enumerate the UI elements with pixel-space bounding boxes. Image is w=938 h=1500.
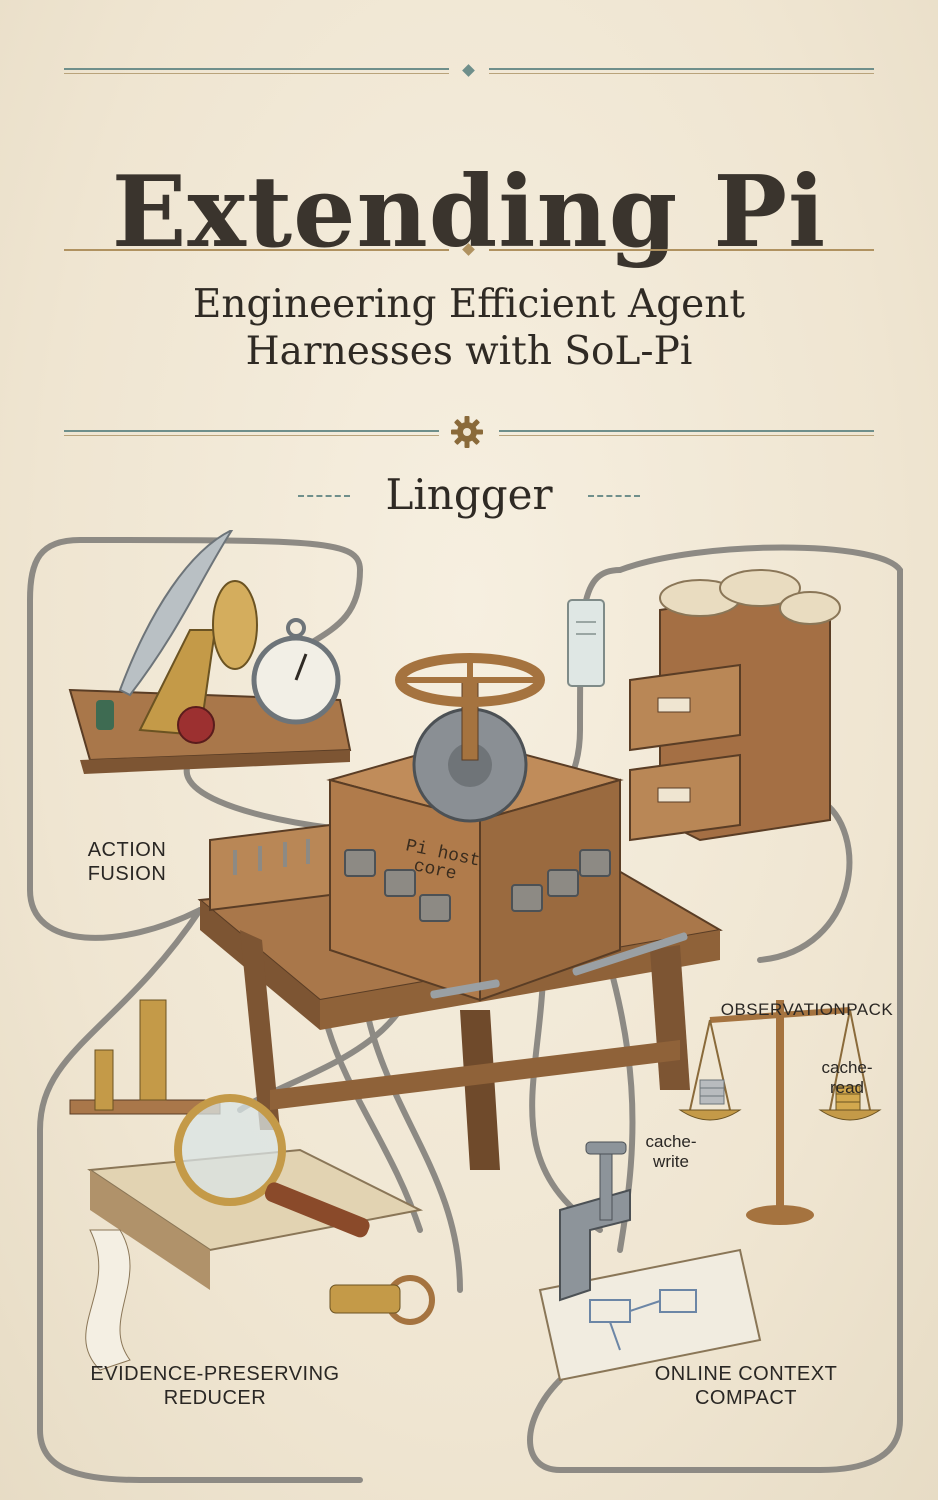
workshop-illustration: Pi host core xyxy=(27,530,903,1483)
title-rule-right xyxy=(489,249,874,251)
label-cache-read-line-1: cache- xyxy=(821,1058,873,1077)
top-rule-right xyxy=(489,68,874,74)
valve-wheel-icon xyxy=(395,653,545,707)
scrolls-icon xyxy=(659,569,841,625)
gear-icon xyxy=(451,416,483,448)
wax-seal-icon xyxy=(177,706,215,744)
top-diamond-ornament xyxy=(462,64,475,77)
author-name: Lingger xyxy=(385,470,553,519)
top-rule-left xyxy=(64,68,449,74)
label-action-fusion-line-2: FUSION xyxy=(87,863,167,885)
author-dash-right xyxy=(588,495,640,497)
label-evidence-reducer-line-2: REDUCER xyxy=(163,1387,267,1409)
cache-scales-apparatus xyxy=(678,1000,882,1225)
gear-rule-left xyxy=(64,430,439,436)
subtitle-line-2: Harnesses with SoL-Pi xyxy=(245,328,693,374)
label-online-context-compact-line-2: COMPACT xyxy=(694,1387,797,1409)
label-evidence-reducer: EVIDENCE-PRESERVING REDUCER xyxy=(70,1362,360,1410)
title-rule-left xyxy=(64,249,449,251)
label-evidence-reducer-line-1: EVIDENCE-PRESERVING xyxy=(90,1363,340,1385)
action-fusion-apparatus xyxy=(68,530,352,774)
receipt-strip-icon xyxy=(85,1229,131,1371)
label-action-fusion: ACTION FUSION xyxy=(72,838,182,886)
label-action-fusion-line-1: ACTION xyxy=(87,839,167,861)
filing-cabinet-apparatus xyxy=(629,569,841,842)
evidence-reducer-apparatus xyxy=(69,999,435,1371)
quill-icon xyxy=(118,530,234,697)
central-workbench xyxy=(197,653,723,1170)
blueprint-scroll-icon xyxy=(538,1248,762,1382)
label-cache-write-line-2: write xyxy=(653,1152,689,1172)
label-cache-write-line-1: cache- xyxy=(645,1132,697,1151)
label-online-context-compact: ONLINE CONTEXT COMPACT xyxy=(636,1362,856,1410)
label-cache-read-line-2: read xyxy=(829,1078,865,1098)
author-dash-left xyxy=(298,495,350,497)
label-cache-read: cache- read xyxy=(812,1058,882,1099)
gear-rule-right xyxy=(499,430,874,436)
magnifying-glass-icon xyxy=(174,1094,286,1206)
book-subtitle: Engineering Efficient Agent Harnesses wi… xyxy=(40,282,898,376)
label-observation-pack: OBSERVATIONPACK xyxy=(720,1000,894,1019)
label-online-context-compact-line-1: ONLINE CONTEXT xyxy=(654,1363,838,1385)
inkwell-icon xyxy=(96,700,114,730)
cable-tag xyxy=(567,599,605,687)
context-compact-apparatus xyxy=(538,1141,762,1382)
subtitle-line-1: Engineering Efficient Agent xyxy=(192,282,746,327)
label-cache-write: cache- write xyxy=(636,1132,706,1173)
